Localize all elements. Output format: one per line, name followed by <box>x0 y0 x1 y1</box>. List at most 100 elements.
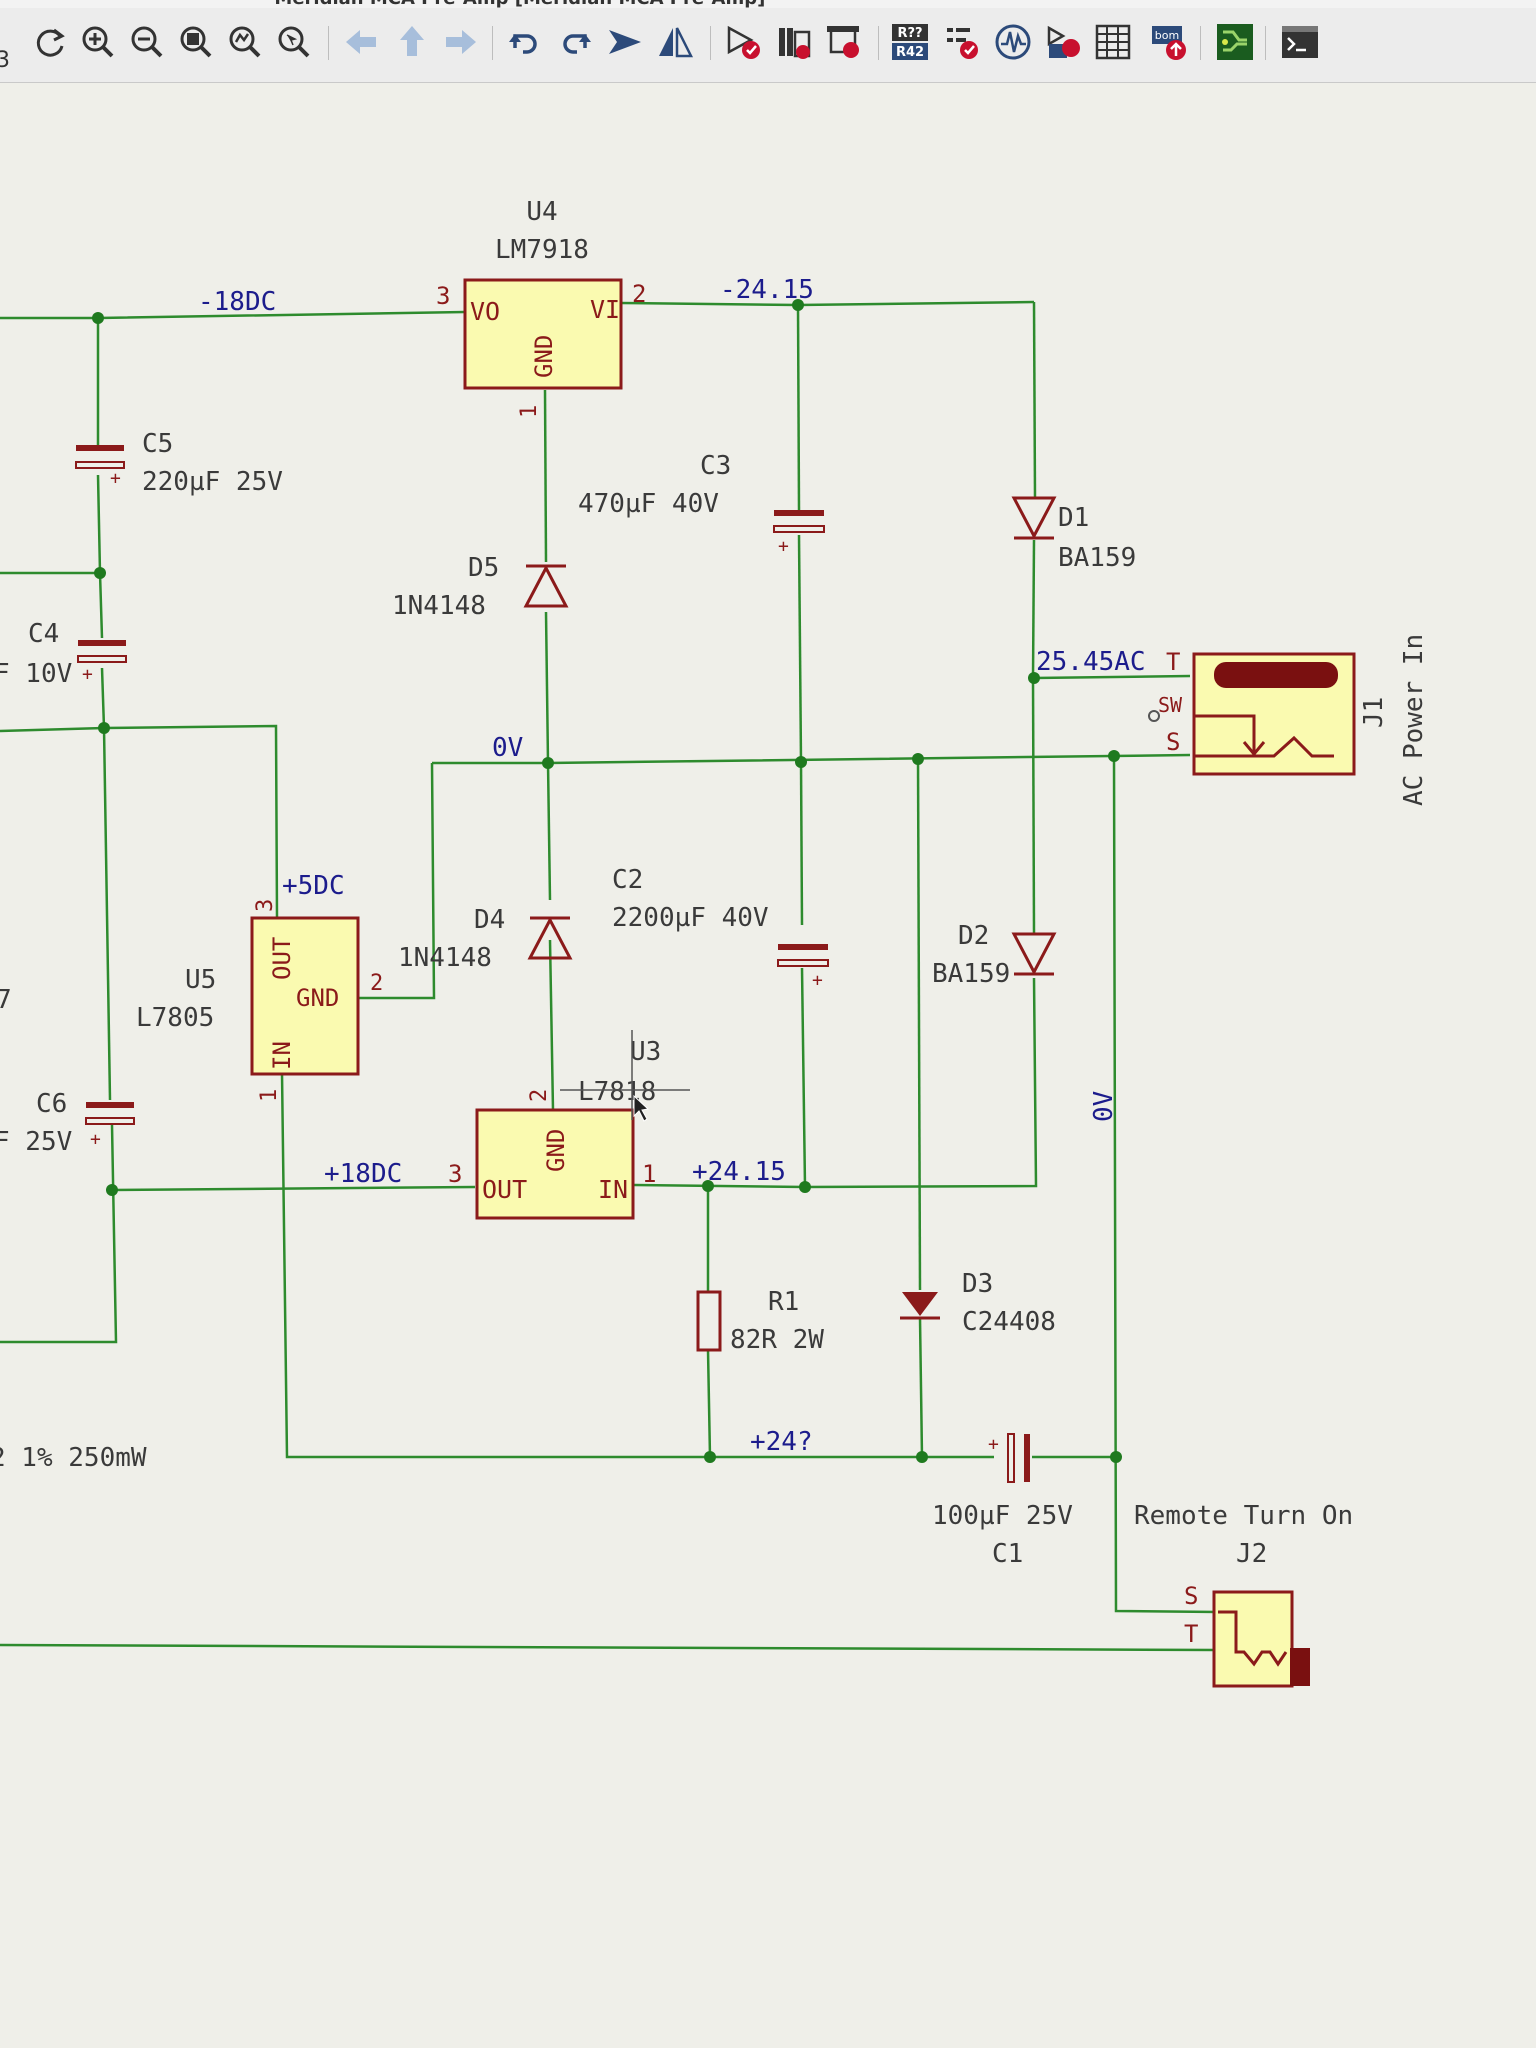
refresh-icon <box>36 28 65 57</box>
simulator-icon <box>995 24 1031 60</box>
junction-dot <box>702 1180 714 1192</box>
c4-value: F 10V <box>0 659 72 689</box>
wire <box>0 1124 118 1344</box>
navigate-forward-button[interactable] <box>440 22 480 62</box>
j2-value: Remote Turn On <box>1134 1501 1353 1531</box>
capacitor-c6[interactable]: + C6 F 25V <box>0 1089 135 1157</box>
r1-reference: R1 <box>768 1287 799 1317</box>
net-label-25-45ac[interactable]: 25.45AC <box>1036 647 1146 677</box>
zoom-out-button[interactable] <box>127 22 167 62</box>
annotate-button[interactable]: R??R42 <box>890 22 930 62</box>
wire <box>98 572 104 639</box>
d4-value: 1N4148 <box>398 943 492 973</box>
refresh-button[interactable] <box>30 22 70 62</box>
wire <box>544 611 550 764</box>
scripting-console-button[interactable] <box>1280 22 1320 62</box>
window-title-bar: *Meridian MCA Pre-Amp [Meridian MCA Pre-… <box>0 0 1536 8</box>
diode-d1[interactable]: D1 BA159 <box>1011 496 1136 573</box>
zoom-selection-icon <box>278 26 310 58</box>
net-label-plus24-15[interactable]: +24.15 <box>692 1157 786 1187</box>
c3-plus: + <box>778 536 789 557</box>
net-label-plus18dc[interactable]: +18DC <box>324 1159 402 1189</box>
c2-plus: + <box>812 970 823 991</box>
u3-pin-in: IN <box>598 1175 628 1204</box>
regulator-u3[interactable]: U3 L7818 OUT IN GND 3 1 2 <box>448 1030 690 1220</box>
u4-pin-gnd: GND <box>530 335 558 378</box>
resistor-r1[interactable]: R1 82R 2W <box>696 1287 824 1355</box>
net-label-0v-vertical[interactable]: 0V <box>1089 1091 1119 1122</box>
net-label-neg18dc[interactable]: -18DC <box>198 287 276 317</box>
diode-d3[interactable]: D3 C24408 <box>900 1269 1056 1337</box>
mirror-button[interactable] <box>655 22 695 62</box>
pcb-editor-button[interactable] <box>1215 22 1255 62</box>
footprint-editor-button[interactable] <box>823 22 863 62</box>
regulator-u5[interactable]: U5 L7805 OUT IN GND 3 1 2 <box>136 899 383 1102</box>
junctions <box>92 299 1122 1463</box>
net-label-0v[interactable]: 0V <box>492 733 523 763</box>
schematic-canvas[interactable]: U4 LM7918 VO VI GND 3 2 1 U5 L7805 OUT I… <box>0 82 1536 2048</box>
net-label-neg24-15[interactable]: -24.15 <box>720 275 814 305</box>
assign-footprints-button[interactable] <box>1043 22 1083 62</box>
capacitor-c2[interactable]: + C2 2200µF 40V <box>612 865 829 991</box>
regulator-u4[interactable]: U4 LM7918 VO VI GND 3 2 1 <box>436 197 646 418</box>
fields-table-icon <box>1095 24 1131 60</box>
j1-pin-t: T <box>1166 648 1180 676</box>
d5-value: 1N4148 <box>392 591 486 621</box>
u4-value: LM7918 <box>495 235 589 265</box>
find-button[interactable] <box>605 22 645 62</box>
toolbar-separator <box>710 26 711 60</box>
redo-button[interactable] <box>555 22 595 62</box>
net-label-plus24[interactable]: +24? <box>750 1427 813 1457</box>
zoom-in-icon <box>82 26 114 58</box>
undo-button[interactable] <box>505 22 545 62</box>
c3-reference: C3 <box>700 451 731 481</box>
simulator-button[interactable] <box>993 22 1033 62</box>
junction-dot <box>916 1451 928 1463</box>
u5-pin-1: 1 <box>257 1089 282 1102</box>
d2-reference: D2 <box>958 921 989 951</box>
wire <box>918 1317 924 1458</box>
diode-d2[interactable]: D2 BA159 <box>932 921 1057 989</box>
zoom-out-icon <box>131 26 163 58</box>
zoom-objects-button[interactable] <box>225 22 265 62</box>
diode-d5[interactable]: D5 1N4148 <box>392 553 569 621</box>
navigate-back-icon <box>346 30 376 54</box>
wire <box>100 667 106 729</box>
capacitor-c3[interactable]: + C3 470µF 40V <box>578 451 825 557</box>
capacitor-c1[interactable]: + 100µF 25V C1 <box>932 1433 1073 1569</box>
u4-pin-vo: VO <box>470 297 500 326</box>
zoom-in-button[interactable] <box>78 22 118 62</box>
capacitor-c4[interactable]: + C4 F 10V <box>0 619 127 689</box>
erc-button[interactable] <box>723 22 763 62</box>
zoom-selection-button[interactable] <box>274 22 314 62</box>
capacitor-c5[interactable]: + C5 220µF 25V <box>75 429 283 497</box>
fields-table-button[interactable] <box>1093 22 1133 62</box>
wire <box>804 977 1038 1189</box>
checklist-button[interactable] <box>943 22 983 62</box>
junction-dot <box>1108 750 1120 762</box>
r1-value: 82R 2W <box>730 1325 824 1355</box>
net-label-plus5dc[interactable]: +5DC <box>282 871 345 901</box>
d4-reference: D4 <box>474 905 505 935</box>
wire <box>799 761 804 926</box>
assign-footprints-icon <box>1047 25 1080 58</box>
connector-j2[interactable]: S T Remote Turn On J2 <box>1134 1501 1353 1688</box>
wire <box>797 534 803 763</box>
navigate-back-button[interactable] <box>342 22 382 62</box>
zoom-fit-button[interactable] <box>176 22 216 62</box>
toolbar-separator <box>492 26 493 60</box>
bom-button[interactable]: bom <box>1150 22 1190 62</box>
connector-j1[interactable]: T SW S J1 AC Power In <box>1148 634 1429 806</box>
wire <box>916 756 922 1291</box>
d3-value: C24408 <box>962 1307 1056 1337</box>
u4-reference: U4 <box>526 197 557 227</box>
c1-value: 100µF 25V <box>932 1501 1073 1531</box>
u5-pin-3: 3 <box>253 899 278 912</box>
wire <box>631 1183 806 1189</box>
diode-d4[interactable]: D4 1N4148 <box>398 905 573 973</box>
symbol-editor-button[interactable] <box>773 22 813 62</box>
zoom-objects-icon <box>229 26 261 58</box>
junction-dot <box>94 567 106 579</box>
navigate-up-button[interactable] <box>392 22 432 62</box>
c3-value: 470µF 40V <box>578 489 719 519</box>
